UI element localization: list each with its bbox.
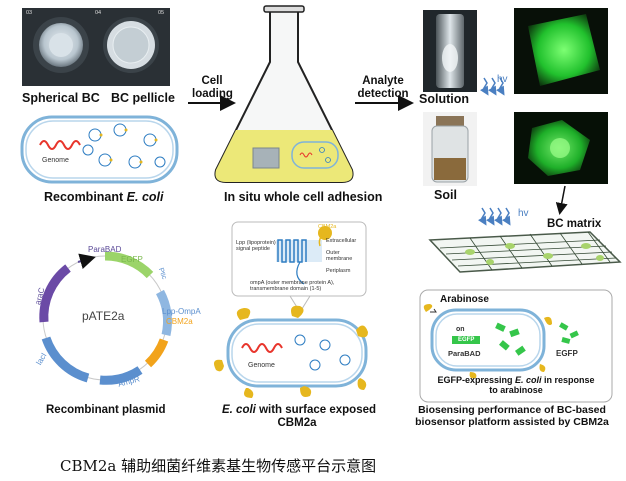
parabad-gene-label: ParaBAD — [448, 349, 481, 358]
well-number-04: 04 — [95, 10, 102, 16]
genome-label: Genome — [42, 157, 69, 164]
lpp-signal-label: Lpp (lipoprotein) signal peptide — [236, 240, 276, 253]
figure-caption: CBM2a 辅助细菌纤维素基生物传感平台示意图 — [60, 457, 377, 475]
recombinant-plasmid-title: Recombinant plasmid — [46, 404, 166, 416]
genome-wave — [39, 140, 81, 150]
spherical-bc-label: Spherical BC — [22, 91, 100, 105]
solution-tube-photo — [423, 10, 477, 92]
flask-icon — [214, 5, 354, 183]
plasmid-dots — [82, 123, 166, 169]
egfp-label: EGFP — [121, 255, 143, 264]
in-situ-label: In situ whole cell adhesion — [224, 190, 383, 204]
surface-ecoli-cell — [214, 305, 368, 398]
fluorescent-bc-photo-1 — [514, 8, 608, 94]
egfp-gene-label: EGFP — [458, 337, 475, 343]
biosensor-callout — [419, 289, 613, 403]
solution-label: Solution — [419, 92, 469, 106]
recombinant-ecoli-cell — [20, 115, 179, 184]
light-arrow-icon — [480, 77, 505, 96]
recombinant-ecoli-title: Recombinant E. coli — [44, 190, 164, 204]
soil-jar-photo — [423, 112, 477, 186]
bc-pellicle-label: BC pellicle — [111, 91, 175, 105]
bc-matrix-label: BC matrix — [547, 218, 602, 230]
bc-matrix — [428, 231, 622, 273]
plasmid-name: pATE2a — [82, 309, 125, 323]
cbm2a-plasmid-label: CBM2a — [166, 317, 193, 326]
hv-label-top: hv — [497, 74, 508, 85]
genome-label-2: Genome — [248, 362, 275, 369]
ompa-label: ompA (outer membrane protein A), transme… — [250, 280, 335, 293]
parabad-label: ParaBAD — [88, 245, 122, 254]
callout-pointer — [289, 295, 311, 313]
well-number-05: 05 — [158, 10, 165, 16]
light-arrow-icon-2 — [478, 207, 511, 226]
outer-membrane-label: Outer membrane — [326, 250, 353, 263]
fluorescent-bc-photo-2 — [514, 112, 608, 184]
periplasm-label: Periplasm — [326, 268, 351, 274]
well-plate-photo — [22, 8, 170, 86]
cbm2a-membrane-label: CBM2a — [318, 224, 337, 230]
on-label: on — [456, 326, 465, 333]
plasmid-map-icon — [39, 251, 172, 385]
hv-label-bottom: hv — [518, 208, 529, 219]
photo-to-matrix-arrow — [555, 185, 568, 215]
arabinose-label: Arabinose — [440, 294, 489, 305]
extracellular-label: Extracellular — [326, 238, 357, 244]
well-number-03: 03 — [26, 10, 33, 16]
soil-label: Soil — [434, 188, 457, 202]
membrane-callout — [231, 221, 367, 297]
egfp-protein-label: EGFP — [556, 349, 578, 358]
lpp-ompa-label: Lpp-OmpA — [162, 307, 201, 316]
